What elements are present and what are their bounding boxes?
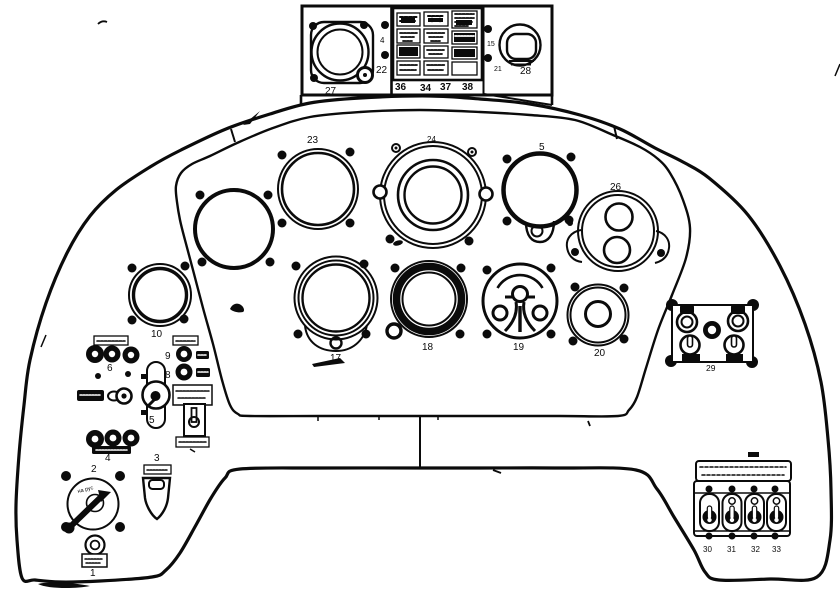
svg-text:28: 28 — [520, 66, 532, 77]
svg-text:34: 34 — [420, 83, 432, 94]
svg-text:38: 38 — [462, 82, 474, 93]
svg-text:3: 3 — [154, 453, 160, 464]
svg-text:5: 5 — [539, 142, 545, 153]
svg-text:30: 30 — [703, 545, 712, 554]
svg-text:32: 32 — [751, 545, 760, 554]
svg-text:29: 29 — [706, 363, 716, 373]
svg-text:9: 9 — [165, 351, 171, 362]
svg-text:6: 6 — [107, 363, 113, 374]
svg-text:27: 27 — [325, 86, 337, 97]
svg-text:8: 8 — [165, 370, 171, 381]
svg-text:22: 22 — [376, 65, 388, 76]
svg-text:2: 2 — [91, 464, 97, 475]
svg-text:21: 21 — [494, 66, 502, 73]
svg-text:26: 26 — [610, 182, 622, 193]
svg-text:4: 4 — [380, 36, 385, 45]
svg-text:15: 15 — [487, 41, 495, 48]
svg-text:24: 24 — [427, 135, 436, 144]
svg-text:33: 33 — [772, 545, 781, 554]
svg-text:1: 1 — [90, 568, 96, 579]
svg-text:на рус: на рус — [77, 485, 94, 495]
svg-text:4: 4 — [105, 453, 111, 464]
svg-text:17: 17 — [330, 353, 342, 364]
svg-text:37: 37 — [440, 82, 452, 93]
svg-text:31: 31 — [727, 545, 736, 554]
svg-text:23: 23 — [307, 135, 319, 146]
svg-text:36: 36 — [395, 82, 407, 93]
svg-text:19: 19 — [513, 342, 525, 353]
svg-text:10: 10 — [151, 329, 163, 340]
svg-text:18: 18 — [422, 342, 434, 353]
svg-text:5: 5 — [149, 415, 155, 426]
svg-text:20: 20 — [594, 348, 606, 359]
